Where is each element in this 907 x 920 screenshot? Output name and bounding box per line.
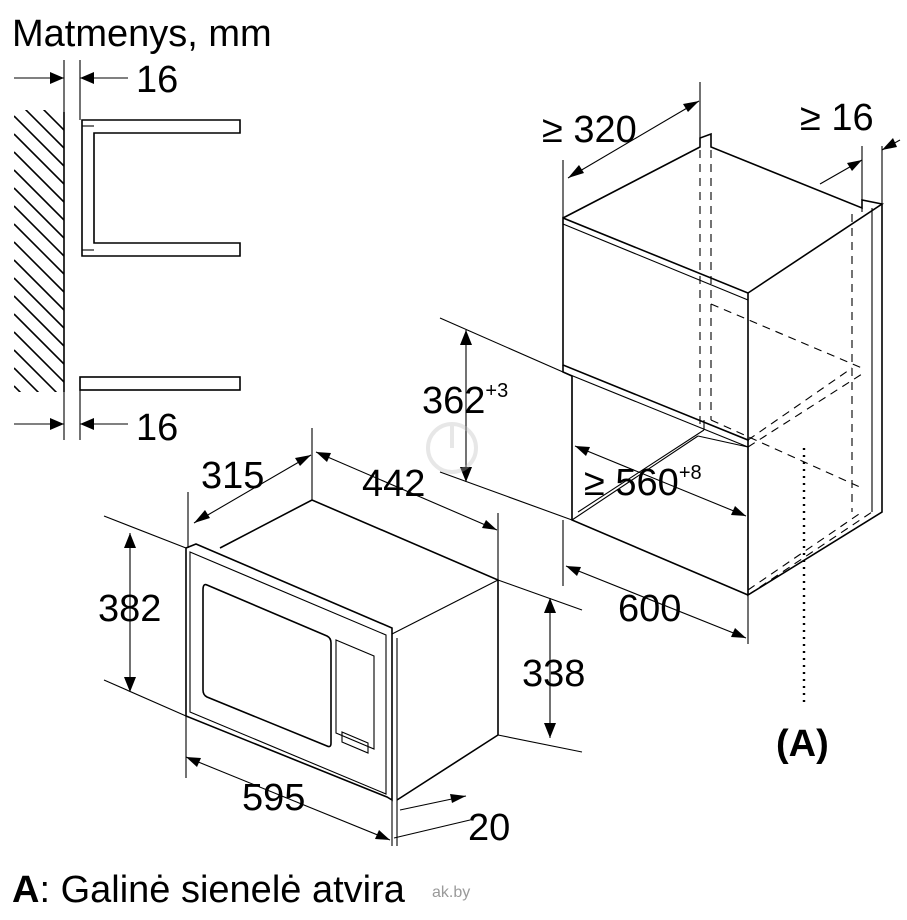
hatch-line [14,169,64,221]
display-window [341,731,369,754]
hatch-line [14,367,40,392]
hatch-line [14,295,64,347]
niche-height-value: 362 [422,380,485,422]
hatch-line [24,110,64,149]
niche-width-label: ≥ 560+8 [584,462,702,504]
arrow-head [683,101,699,112]
arrow-head [544,598,556,613]
microwave-appliance: 315 442 382 338 595 20 [98,428,585,849]
hatch-line [14,223,64,275]
arrow-head [375,830,390,840]
arrow-head [80,72,94,84]
arrow-head [731,628,746,638]
side-bottom-gap-label: 16 [136,407,178,449]
hatch-line [14,133,64,185]
arrow-head [194,510,210,523]
side-top-gap-label: 16 [136,59,178,101]
arrow-head [568,165,584,178]
arrow-head [847,160,862,171]
hatch-line [14,151,64,203]
arrow-head [460,467,472,482]
door-window [202,583,332,748]
hatch-line [14,313,64,365]
hatch-line [14,205,64,257]
legend-text: : Galinė sienelė atvira [39,869,405,911]
appliance-body-height-label: 338 [522,653,585,695]
cabinet-side-min-label: ≥ 16 [800,97,874,139]
hatch-line [14,385,22,392]
hatch-line [14,349,58,392]
lower-shelf [79,376,241,391]
front-frame [185,543,393,802]
legend-key: A [12,869,39,911]
control-panel [335,639,375,750]
hatch-line [14,241,64,293]
hatch-line [14,259,64,311]
cabinet-width-label: 600 [618,588,681,630]
arrow-head [575,446,590,456]
niche-width-tolerance: +8 [679,462,702,484]
arrow-head [544,723,556,738]
arrow-head [50,72,64,84]
wall-hatching [14,110,64,454]
hatch-line [14,404,64,454]
appliance-front-width-label: 595 [242,777,305,819]
arrow-head [482,520,497,530]
kitchen-cabinet: (A) ≥ 320 ≥ 16 362+3 ≥ 560+8 6 [422,82,901,765]
appliance-width-label: 442 [362,463,425,505]
diagram-title: Matmenys, mm [12,13,272,55]
arrow-head [80,418,94,430]
cabinet-right-side [747,204,883,597]
hatch-line [14,331,64,383]
arrow-head [566,566,581,576]
hatch-line [14,277,64,329]
niche-width-value: ≥ 560 [584,462,679,504]
legend: A: Galinė sienelė atvira [12,869,406,911]
arrow-head [295,455,311,466]
cabinet-depth-min-label: ≥ 320 [542,109,637,151]
arrow-head [460,330,472,345]
arrow-head [50,418,64,430]
arrow-head [124,677,136,692]
watermark [426,422,478,474]
niche-height-label: 362+3 [422,380,508,422]
appliance-height-label: 382 [98,588,161,630]
upper-cabinet-outline [81,119,241,257]
hatch-line [14,187,64,239]
watermark-logo-icon [426,422,478,474]
arrow-head [316,452,331,462]
cabinet-upper-top [562,132,885,294]
marker-a: (A) [776,723,829,765]
niche-height-tolerance: +3 [485,380,508,402]
arrow-head [450,794,466,803]
appliance-depth-label: 315 [201,455,264,497]
hatch-line [14,115,64,167]
arrow-head [882,138,897,150]
arrow-head [124,533,136,548]
cabinet-upper-front [562,216,749,442]
arrow-head [186,757,201,767]
hatch-line [42,110,64,131]
arrow-head [731,506,746,516]
appliance-front-depth-label: 20 [468,807,510,849]
side-view: 16 16 [14,59,241,454]
watermark-text: ak.by [432,884,470,901]
